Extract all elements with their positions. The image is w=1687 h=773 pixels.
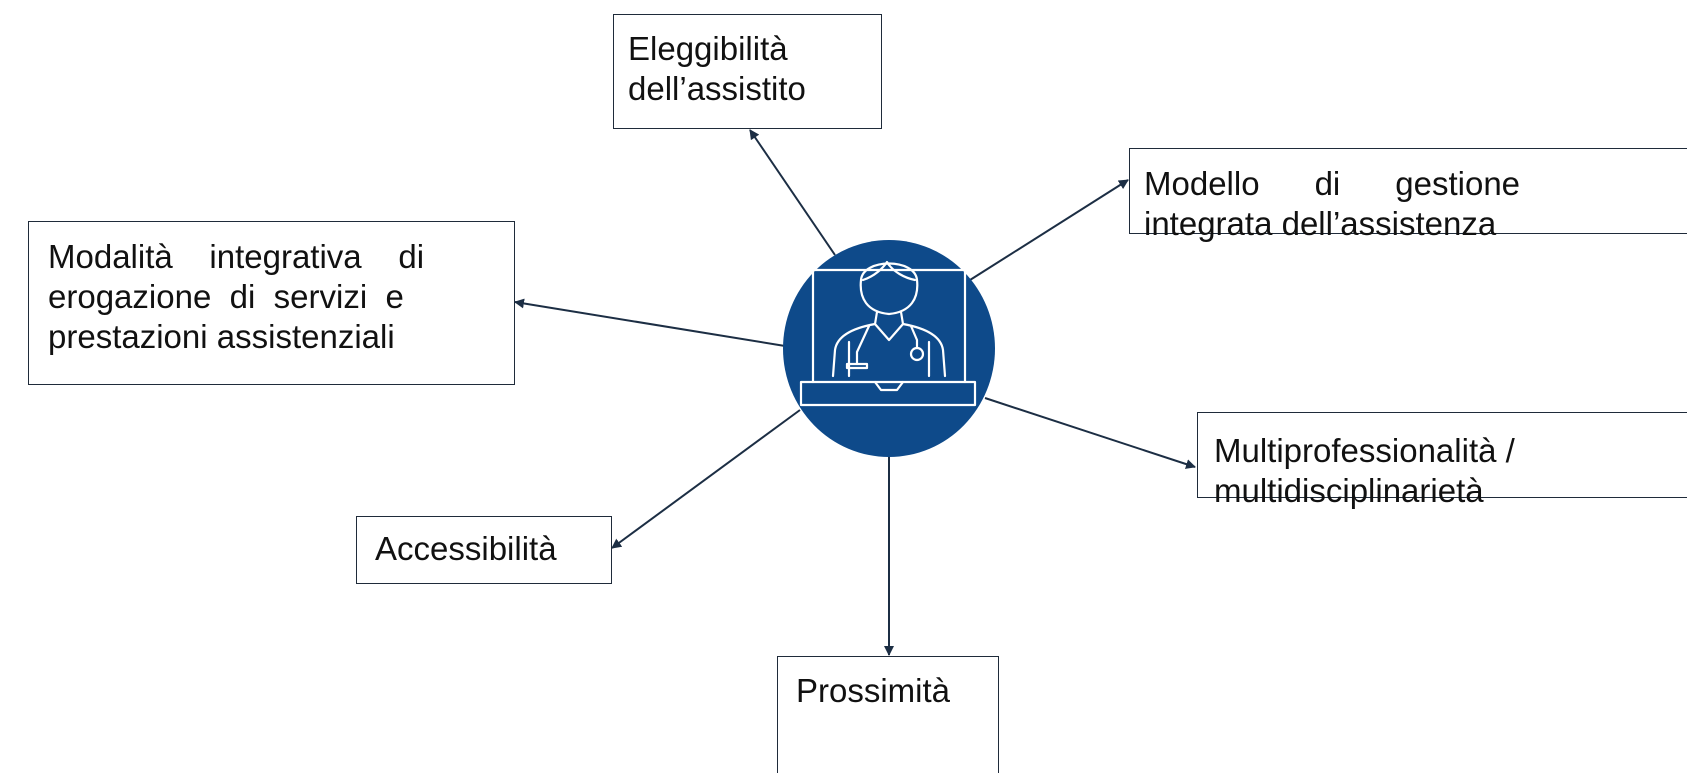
node-modalita-line-3: prestazioni assistenziali bbox=[48, 318, 395, 355]
arrow-to-accessibilita bbox=[611, 409, 801, 549]
node-prossimita-line-1: Prossimità bbox=[796, 672, 951, 709]
doctor-laptop-icon bbox=[783, 240, 995, 462]
node-modello-line-2: integrata dell’assistenza bbox=[1144, 205, 1497, 242]
node-multiprof-line-2: multidisciplinarietà bbox=[1214, 472, 1484, 509]
node-modalita-line-2: erogazione di servizi e bbox=[48, 278, 404, 315]
node-modalita-integrativa: Modalità integrativa di erogazione di se… bbox=[28, 221, 515, 385]
arrow-to-modello bbox=[969, 179, 1129, 281]
arrow-to-multiprof bbox=[984, 397, 1196, 469]
node-modello-gestione: Modello di gestione integrata dell’assis… bbox=[1129, 148, 1687, 242]
arrow-to-modalita bbox=[514, 298, 786, 347]
node-modalita-line-1: Modalità integrativa di bbox=[48, 238, 425, 275]
node-multiprofessionalita: Multiprofessionalità / multidisciplinari… bbox=[1197, 412, 1687, 509]
node-prossimita: Prossimità bbox=[777, 656, 999, 773]
node-eleggibilita: Eleggibilità dell’assistito bbox=[613, 14, 882, 129]
node-eleggibilita-line-1: Eleggibilità bbox=[628, 30, 788, 67]
node-accessibilita-line-1: Accessibilità bbox=[375, 530, 557, 567]
node-multiprof-line-1: Multiprofessionalità / bbox=[1214, 432, 1515, 469]
node-modello-line-1: Modello di gestione bbox=[1144, 165, 1521, 202]
arrow-to-eleggibilita bbox=[749, 129, 836, 256]
node-eleggibilita-line-2: dell’assistito bbox=[628, 70, 806, 107]
node-accessibilita: Accessibilità bbox=[356, 516, 612, 584]
